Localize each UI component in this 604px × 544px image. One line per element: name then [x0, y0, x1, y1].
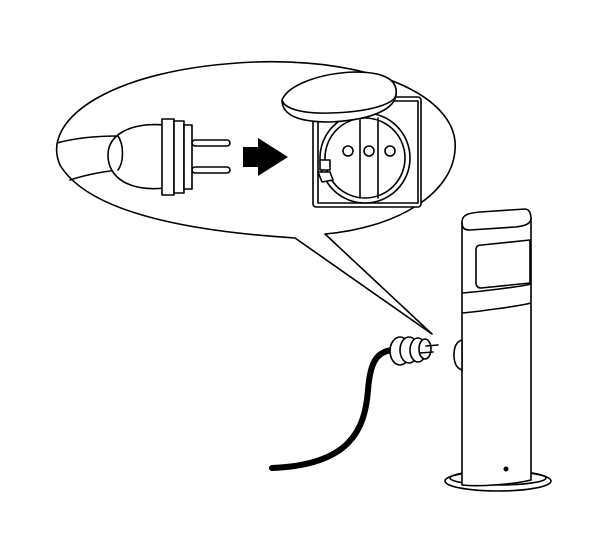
plug-icon — [107, 118, 231, 196]
bollard-light — [444, 208, 552, 492]
socket-icon — [281, 71, 422, 208]
bollard-screw — [503, 466, 509, 472]
small-plug — [389, 336, 439, 366]
cable — [269, 347, 395, 471]
arrow-right-icon — [243, 138, 288, 176]
